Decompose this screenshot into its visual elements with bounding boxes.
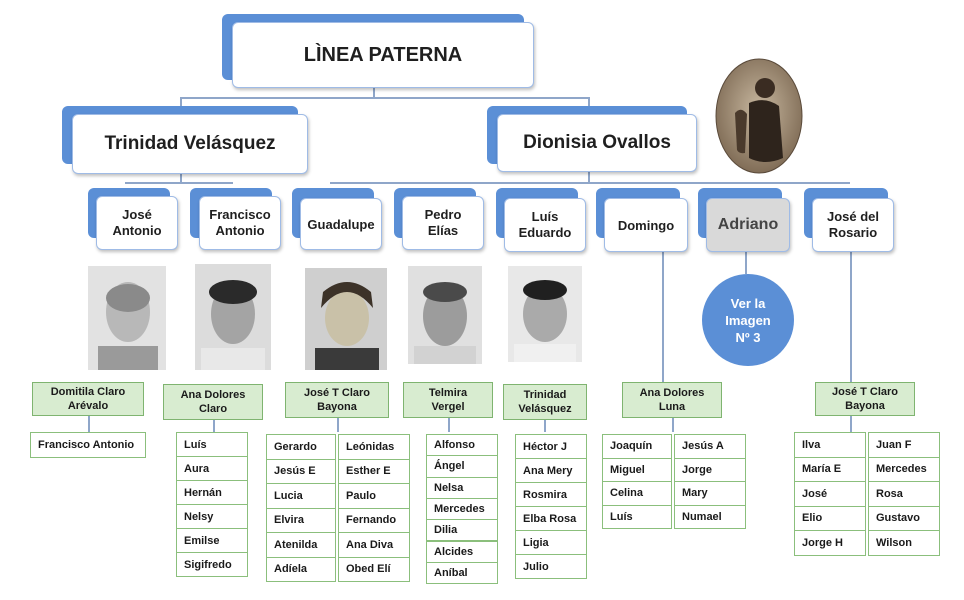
grandchild-cell: Ana Diva [338,532,410,558]
grandchild-cell: Elvira [266,507,336,533]
grandchild-cell: Dilia [426,519,498,542]
grandchild-cell: Luís [176,432,248,457]
grandchild-cell: Rosa [868,481,940,507]
grandchild-cell: Paulo [338,483,410,509]
grandchild-cell: Julio [515,554,587,579]
grandchild-cell: Luís [602,504,672,529]
grandchild-cell: Leónidas [338,434,410,460]
grandchild-cell: José [794,481,866,507]
grandchild-cell: Mary [674,481,746,506]
grandchild-cell: Jorge [674,457,746,482]
connector-father-bar [125,182,233,184]
grandchild-cell: Obed Elí [338,556,410,582]
grandchild-cell: Aura [176,456,248,481]
connector-adriano-down [745,252,747,274]
grandchild-cell: Mercedes [426,497,498,521]
grandchild-cell: Adíela [266,556,336,582]
connector-parents-bar [180,97,590,99]
grandchild-cell: Francisco Antonio [30,432,146,458]
grandchild-cell: Nelsy [176,504,248,529]
grandchild-cell: Ligia [515,530,587,555]
connector-spouse-down-1 [88,414,90,432]
grandchild-cell: Sigifredo [176,552,248,577]
grandchild-cell: Atenilda [266,532,336,558]
grandchild-cell: Elio [794,505,866,531]
connector-spouse-down-7 [850,416,852,432]
connector-title-down [373,86,375,98]
connector-spouse-down-5 [544,420,546,432]
child-box-domingo: Domingo [604,198,688,252]
grandchild-cell: Rosmira [515,482,587,507]
grandchild-cell: Wilson [868,530,940,556]
connector-spouse-down-3 [337,418,339,432]
grandchild-cell: Alcides [426,540,498,563]
mother-box: Dionisia Ovallos [497,114,697,172]
grandchild-cell: Gustavo [868,505,940,531]
grandchild-cell: Jorge H [794,530,866,556]
grandchild-cell: Alfonso [426,434,498,457]
mother-name: Dionisia Ovallos [523,132,671,153]
grandchild-cell: Hernán [176,480,248,505]
connector-to-mother [588,97,590,111]
connector-rosario-down [850,252,852,384]
page-title: LÌNEA PATERNA [303,43,463,66]
portrait-guadalupe [305,268,387,370]
portrait-pedro-elias [408,266,482,364]
grandchild-cell: Nelsa [426,476,498,499]
grandchild-cell: Elba Rosa [515,506,587,531]
connector-spouse-down-2 [213,420,215,432]
grandchild-cell: Numael [674,504,746,529]
connector-children-bar [330,182,850,184]
grandchild-cell: Celina [602,481,672,506]
father-name: Trinidad Velásquez [104,133,276,154]
grandchild-cell: Ángel [426,455,498,478]
connector-domingo-down [662,252,664,384]
grandchild-cell: Gerardo [266,434,336,460]
grandchild-cell: Jesús E [266,458,336,484]
father-box: Trinidad Velásquez [72,114,308,174]
grandchild-cell: Mercedes [868,456,940,482]
grandchild-cell: Esther E [338,458,410,484]
grandchild-cell: Miguel [602,457,672,482]
grandchild-cell: Héctor J [515,434,587,459]
grandchild-cell: Jesús A [674,434,746,459]
see-image-note: Ver la Imagen Nº 3 [702,274,794,366]
title-box: LÌNEA PATERNA [232,22,534,88]
grandchild-cell: Juan F [868,432,940,458]
grandchild-cell: Lucia [266,483,336,509]
grandchild-cell: Ana Mery [515,458,587,483]
grandchild-cell: Joaquín [602,434,672,459]
connector-spouse-down-6 [672,418,674,432]
grandchild-cell: Ilva [794,432,866,458]
connector-mother-down [588,162,590,182]
portrait-luis-eduardo [508,266,582,362]
connector-spouse-down-4 [448,418,450,432]
portrait-jose-antonio [88,266,166,370]
grandchild-cell: Aníbal [426,561,498,585]
grandchild-cell: María E [794,456,866,482]
child-box-adriano: Adriano [706,198,790,252]
child-box-guadalupe: Guadalupe [300,198,382,250]
grandchild-cell: Emilse [176,528,248,553]
mother-portrait [715,58,803,174]
connector-father-down [180,172,182,184]
grandchild-cell: Fernando [338,507,410,533]
connector-to-father [180,97,182,111]
portrait-francisco-antonio [195,264,271,370]
